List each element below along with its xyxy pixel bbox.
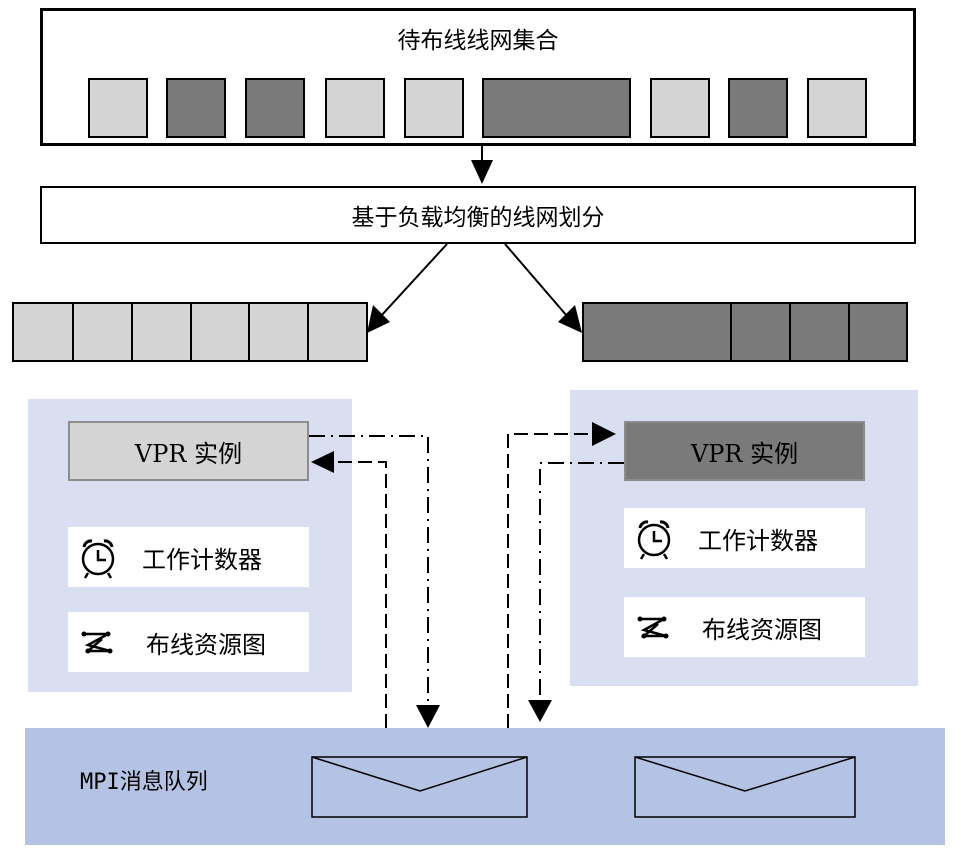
left-routing-graph: 布线资源图 <box>68 612 309 672</box>
right-partition-cell <box>732 304 791 360</box>
net-block <box>650 78 710 138</box>
net-block <box>325 78 385 138</box>
arrow-head-split-left <box>367 305 390 333</box>
right-routing-graph: 布线资源图 <box>624 597 865 657</box>
net-block <box>88 78 148 138</box>
net-block <box>807 78 867 138</box>
envelope-icon <box>311 756 528 818</box>
load-balance-partition-box: 基于负载均衡的线网划分 <box>40 186 916 244</box>
routing-graph-icon <box>68 612 128 672</box>
right-work-counter: 工作计数器 <box>624 508 865 568</box>
right-partition-cell <box>791 304 850 360</box>
mpi-queue-label: MPI消息队列 <box>80 770 208 795</box>
partition-label: 基于负载均衡的线网划分 <box>351 205 605 231</box>
routing-graph-icon <box>624 597 684 657</box>
right-send-line <box>539 462 624 700</box>
net-block <box>166 78 226 138</box>
left-partition-cell <box>309 304 366 360</box>
right-partition-cell <box>584 304 732 360</box>
alarm-clock-icon <box>624 508 684 568</box>
alarm-clock-icon <box>68 527 128 587</box>
envelope-icon <box>634 756 856 818</box>
vpr-label: VPR 实例 <box>134 439 243 468</box>
right-partition-cell <box>850 304 906 360</box>
right-send-arrowhead <box>528 700 552 722</box>
left-vpr-instance: VPR 实例 <box>68 421 309 481</box>
left-partition-bar <box>12 302 368 362</box>
arrow-split-left <box>380 243 448 317</box>
pending-nets-title: 待布线线网集合 <box>397 28 559 54</box>
right-vpr-instance: VPR 实例 <box>624 421 865 481</box>
left-send-line <box>309 435 429 705</box>
arrow-head-to-partition <box>471 160 493 184</box>
left-partition-cell <box>74 304 133 360</box>
graph-label: 布线资源图 <box>702 615 822 644</box>
graph-label: 布线资源图 <box>146 630 266 659</box>
vpr-label: VPR 实例 <box>690 439 799 468</box>
net-block <box>245 78 305 138</box>
left-work-counter: 工作计数器 <box>68 527 309 587</box>
left-send-arrowhead <box>416 705 440 728</box>
left-receive-arrowhead <box>311 451 334 473</box>
arrow-split-right <box>504 243 568 317</box>
net-block <box>728 78 788 138</box>
left-partition-cell <box>192 304 250 360</box>
left-partition-cell <box>14 304 74 360</box>
left-receive-line <box>330 461 387 728</box>
left-partition-cell <box>133 304 192 360</box>
counter-label: 工作计数器 <box>142 545 262 574</box>
arrow-head-split-right <box>558 305 582 333</box>
counter-label: 工作计数器 <box>698 526 818 555</box>
net-block <box>404 78 464 138</box>
right-partition-bar <box>582 302 908 362</box>
right-receive-arrowhead <box>592 422 616 446</box>
left-partition-cell <box>250 304 309 360</box>
right-receive-line <box>507 433 595 728</box>
net-block <box>482 78 631 138</box>
